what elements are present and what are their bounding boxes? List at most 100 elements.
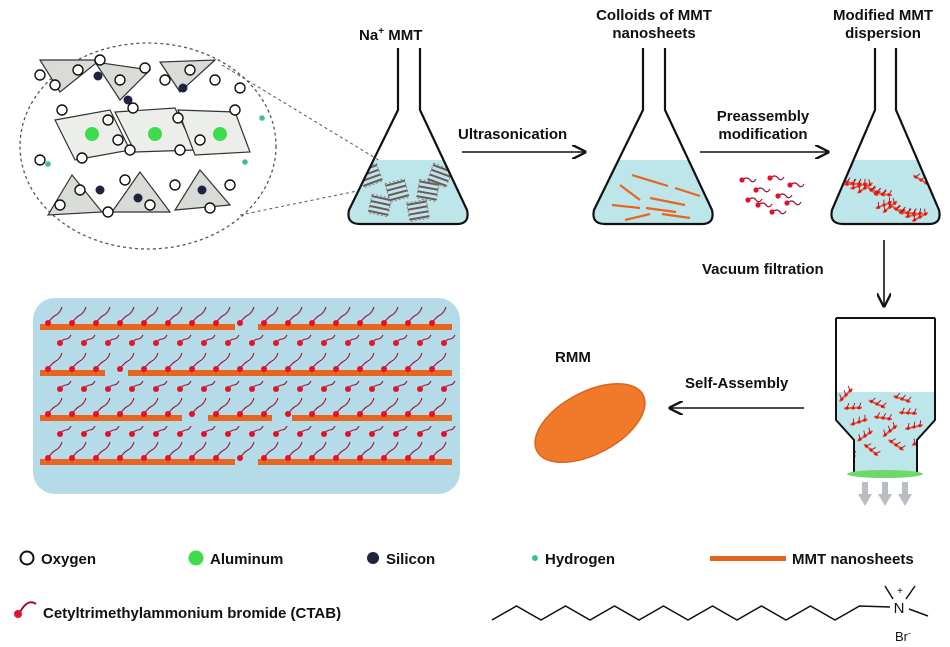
- ctab-head: [888, 429, 892, 433]
- film-ctab-head: [201, 386, 207, 392]
- hydrogen-atom: [45, 161, 51, 167]
- film-ctab-tail: [47, 352, 63, 370]
- platelet: [419, 180, 440, 186]
- mmt-stack: [367, 193, 393, 218]
- film-ctab-head: [225, 386, 231, 392]
- oxygen-atom: [144, 199, 156, 211]
- ctab-head: [753, 187, 759, 193]
- film-ctab-head: [93, 455, 99, 461]
- film-ctab-head: [249, 431, 255, 437]
- film-nanosheet: [40, 415, 182, 421]
- ctab-head-icon: [14, 610, 22, 618]
- ctab-head: [913, 442, 917, 446]
- film-ctab-head: [333, 320, 339, 326]
- film-ctab-tail: [335, 306, 351, 324]
- film-ctab-head: [369, 431, 375, 437]
- film-ctab-head: [129, 431, 135, 437]
- film-ctab-head: [357, 366, 363, 372]
- film-ctab-head: [345, 431, 351, 437]
- crystal-structure-zoom: [19, 42, 396, 250]
- hydrogen-atom: [242, 159, 248, 165]
- ctab-head: [839, 450, 843, 455]
- film-ctab-head: [201, 340, 207, 346]
- ctab-head: [923, 436, 927, 440]
- film-ctab-head: [333, 455, 339, 461]
- ctab-head: [887, 417, 891, 421]
- legend-oxygen: Oxygen: [41, 551, 96, 568]
- film-ctab-tail: [359, 397, 375, 415]
- film-nanosheet: [258, 459, 452, 465]
- ctab-head: [851, 186, 855, 190]
- layered-film-panel: [33, 298, 460, 494]
- modified-sheet: [905, 420, 923, 430]
- film-ctab-head: [165, 320, 171, 326]
- film-nanosheet: [40, 459, 235, 465]
- film-ctab-head: [261, 455, 267, 461]
- oxygen-atom: [72, 64, 84, 76]
- oxygen-atom: [229, 104, 241, 116]
- ctab-head: [863, 186, 867, 190]
- film-ctab-tail: [383, 306, 399, 324]
- film-ctab-head: [357, 320, 363, 326]
- platelet: [406, 200, 427, 206]
- crystal-lattice: [34, 54, 265, 218]
- oxygen-atom: [234, 82, 246, 94]
- film-ctab-head: [237, 411, 243, 417]
- film-ctab-head: [45, 455, 51, 461]
- ctab-head: [857, 406, 861, 410]
- platelet: [429, 173, 449, 183]
- ctab-head: [858, 189, 862, 193]
- film-ctab-tail: [287, 306, 303, 324]
- film-ctab-head: [81, 386, 87, 392]
- nanosheet: [661, 212, 691, 220]
- flask-outline: [592, 48, 714, 226]
- oxygen-atom: [34, 69, 46, 81]
- film-ctab-head: [105, 340, 111, 346]
- film-ctab-tail: [143, 352, 159, 370]
- film-ctab-head: [417, 386, 423, 392]
- nanosheet: [619, 184, 641, 201]
- ctab-head: [851, 181, 855, 186]
- film-ctab-head: [405, 320, 411, 326]
- film-ctab-tail: [287, 441, 303, 459]
- platelet: [409, 215, 430, 221]
- film-ctab-head: [45, 366, 51, 372]
- film-ctab-head: [393, 386, 399, 392]
- platelet: [369, 204, 390, 211]
- film-ctab-head: [333, 411, 339, 417]
- film-ctab-tail: [239, 352, 255, 370]
- oxygen-atom: [54, 199, 66, 211]
- ctab-head: [844, 393, 848, 397]
- film-ctab-head: [393, 340, 399, 346]
- ctab-head: [784, 200, 790, 206]
- film-ctab-head: [369, 386, 375, 392]
- modified-label-line1: Modified MMT: [833, 7, 933, 24]
- film-ctab-tail: [359, 441, 375, 459]
- ctab-head: [873, 192, 878, 196]
- film-ctab-tail: [383, 441, 399, 459]
- silicon-atom: [133, 193, 143, 203]
- funnel-outline: [835, 318, 936, 472]
- film-ctab-head: [405, 455, 411, 461]
- platelet: [362, 178, 383, 187]
- oxygen-icon: [19, 550, 35, 566]
- flask-colloids: [592, 48, 714, 226]
- ctab-head: [840, 397, 844, 401]
- ctab-tail: [789, 182, 805, 188]
- film-ctab-head: [261, 320, 267, 326]
- film-ctab-tail: [191, 306, 207, 324]
- platelet: [389, 194, 409, 202]
- film-ctab-tail: [71, 441, 87, 459]
- film-ctab-head: [309, 366, 315, 372]
- film-ctab-head: [405, 411, 411, 417]
- film-ctab-head: [441, 431, 447, 437]
- methyl-bond-1: [884, 585, 894, 600]
- platelet: [430, 168, 451, 178]
- film-ctab-tail: [119, 441, 135, 459]
- stack-outline: [406, 198, 431, 223]
- ctab-tail: [777, 193, 793, 199]
- film-ctab-tail: [359, 352, 375, 370]
- oxygen-atom: [119, 174, 131, 186]
- film-ctab-head: [417, 431, 423, 437]
- ctab-head: [868, 183, 872, 187]
